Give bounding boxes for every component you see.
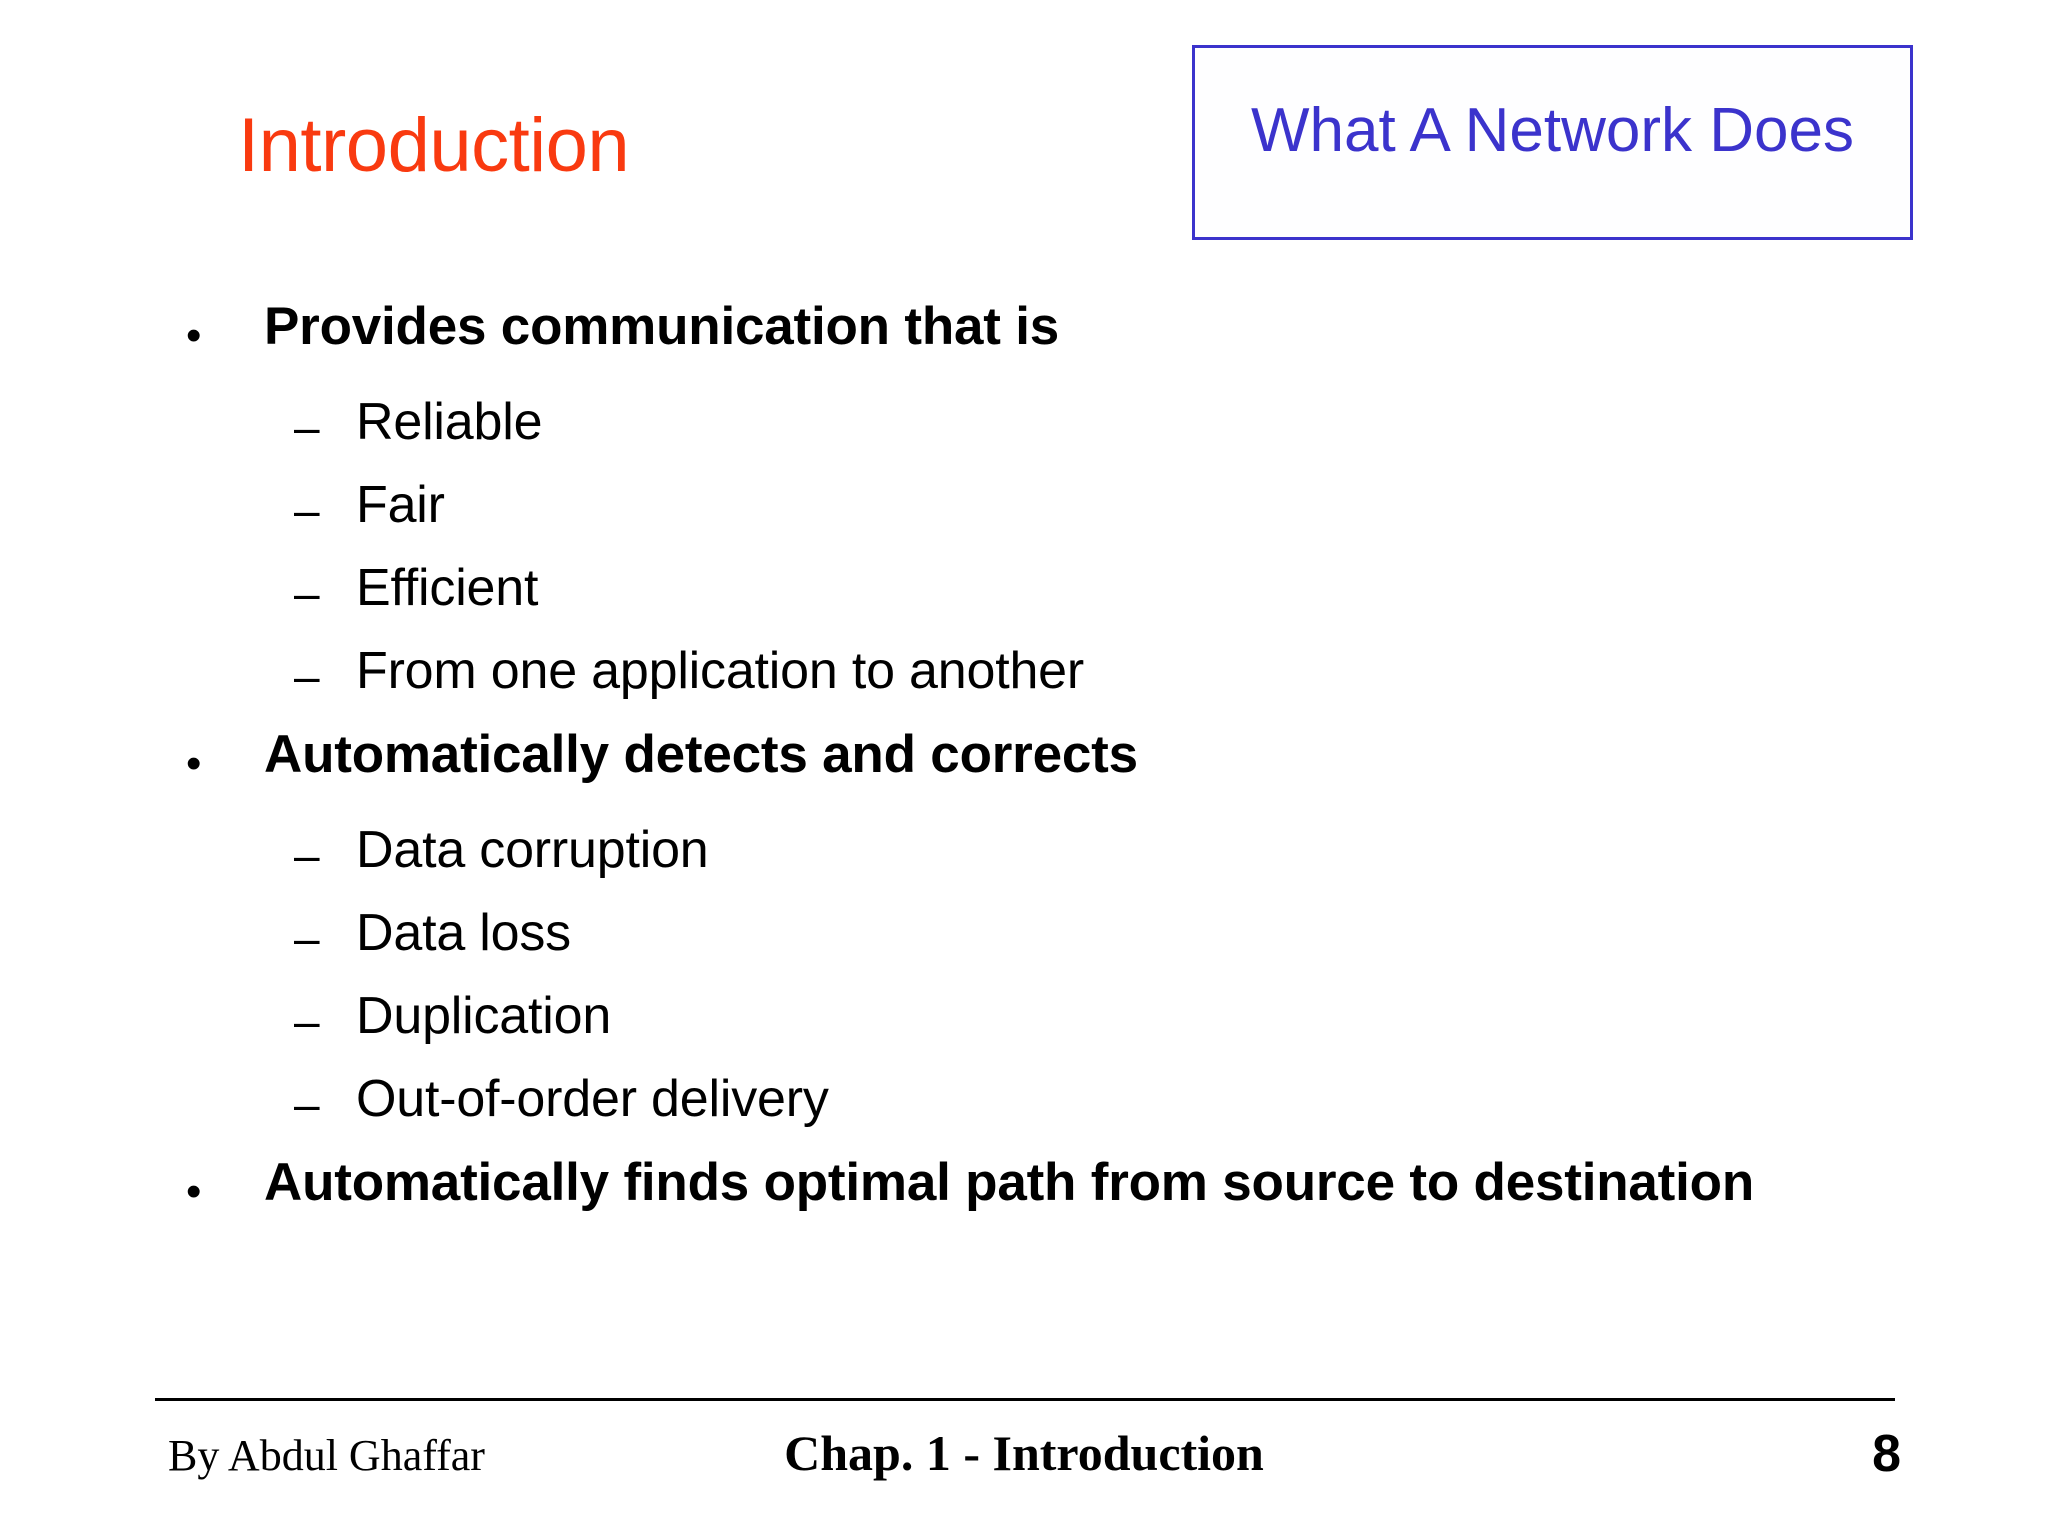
bullet-item: –Out-of-order delivery (0, 1073, 2048, 1156)
bullet-dash-icon: – (294, 567, 320, 619)
bullet-item: • Provides communication that is (0, 300, 2048, 396)
bullet-item: • Automatically finds optimal path from s… (0, 1156, 2048, 1252)
footer-chapter-title: Chap. 1 - Introduction (784, 1425, 1264, 1481)
bullet-item-label: Data loss (356, 904, 571, 962)
bullet-item-label: Provides communication that is (264, 297, 1060, 356)
bullet-item: –From one application to another (0, 645, 2048, 728)
bullet-dash-icon: – (294, 650, 320, 702)
topic-heading-box: What A Network Does (1192, 45, 1913, 240)
bullet-dash-icon: – (294, 829, 320, 881)
bullet-dot-icon: • (186, 739, 202, 788)
bullet-dash-icon: – (294, 484, 320, 536)
bullet-item: • Automatically detects and corrects (0, 728, 2048, 824)
footer-divider (155, 1398, 1895, 1401)
bullet-dash-icon: – (294, 995, 320, 1047)
bullet-item: –Data loss (0, 907, 2048, 990)
bullet-item-label: Fair (356, 476, 445, 534)
bullet-list: •Provides communication that is–Reliable… (0, 300, 2048, 1252)
bullet-item: –Efficient (0, 562, 2048, 645)
bullet-dash-icon: – (294, 401, 320, 453)
bullet-dot-icon: • (186, 1167, 202, 1216)
bullet-item-label: Out-of-order delivery (356, 1070, 829, 1128)
bullet-item: –Data corruption (0, 824, 2048, 907)
bullet-item-label: Automatically finds optimal path from so… (264, 1153, 1755, 1212)
footer-page-number: 8 (1872, 1425, 1901, 1483)
slide-footer: By Abdul Ghaffar Chap. 1 - Introduction … (0, 1420, 2048, 1510)
bullet-item-label: Reliable (356, 393, 543, 451)
bullet-item: –Reliable (0, 396, 2048, 479)
bullet-dash-icon: – (294, 1078, 320, 1130)
bullet-item-label: Duplication (356, 987, 612, 1045)
bullet-item-label: Automatically detects and corrects (264, 725, 1138, 784)
page-title: Introduction (238, 103, 630, 188)
bullet-item-label: From one application to another (356, 642, 1085, 700)
bullet-dot-icon: • (186, 311, 202, 360)
bullet-item-label: Data corruption (356, 821, 709, 879)
bullet-dash-icon: – (294, 912, 320, 964)
topic-heading-label: What A Network Does (1250, 96, 1855, 165)
bullet-item-label: Efficient (356, 559, 539, 617)
bullet-item: –Duplication (0, 990, 2048, 1073)
footer-author: By Abdul Ghaffar (168, 1431, 485, 1480)
bullet-item: –Fair (0, 479, 2048, 562)
